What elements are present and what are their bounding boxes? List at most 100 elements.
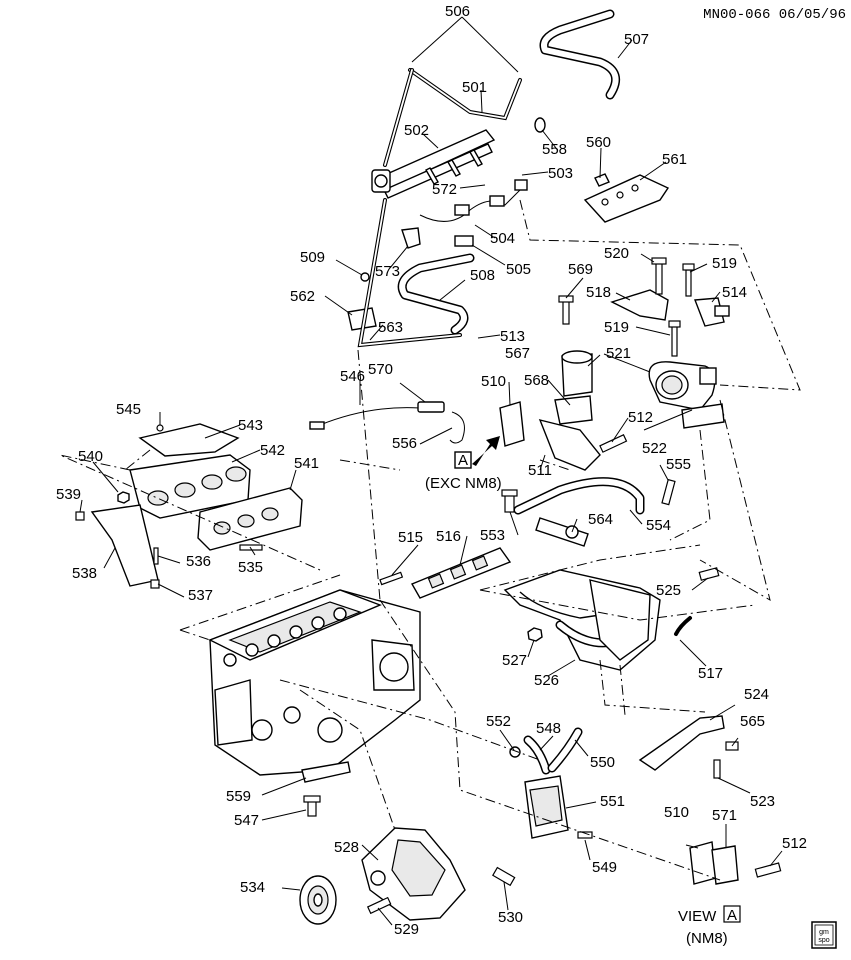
label-522: 522	[642, 440, 667, 457]
label-554: 554	[646, 517, 671, 534]
view-letter: A	[727, 907, 737, 924]
label-556: 556	[392, 435, 417, 452]
egr-pipe-564	[535, 517, 589, 547]
assembly-guide-lines	[59, 199, 801, 881]
exc-nm8-note: (EXC NM8)	[425, 475, 502, 492]
fuel-pipe-lower	[357, 198, 462, 348]
idler-pulley-534	[299, 875, 337, 925]
rail-bracket-573	[401, 227, 421, 249]
label-561: 561	[662, 151, 687, 168]
view-title: VIEW	[678, 908, 717, 925]
label-512b: 512	[782, 835, 807, 852]
view-a-arrow	[454, 436, 500, 469]
label-572: 572	[432, 181, 457, 198]
label-549: 549	[592, 859, 617, 876]
vacuum-hose-508	[397, 253, 475, 335]
stud-515	[379, 571, 404, 586]
view-note: (NM8)	[686, 930, 728, 947]
label-514: 514	[722, 284, 747, 301]
bolt-549	[577, 831, 593, 839]
label-530: 530	[498, 909, 523, 926]
bracket-559	[301, 761, 351, 783]
manifold-gasket-516	[410, 547, 512, 599]
label-503: 503	[548, 165, 573, 182]
label-547: 547	[234, 812, 259, 829]
bolt-525	[698, 567, 720, 581]
label-516: 516	[436, 528, 461, 545]
label-509: 509	[300, 249, 325, 266]
label-519: 519	[712, 255, 737, 272]
gm-spo-logo: gm spo	[811, 921, 837, 949]
bolt-547	[303, 795, 321, 817]
label-521: 521	[606, 345, 631, 362]
fuel-injectors	[425, 149, 483, 185]
nut-527	[527, 627, 543, 642]
label-538: 538	[72, 565, 97, 582]
label-525: 525	[656, 582, 681, 599]
o-ring-558	[534, 117, 546, 133]
intake-manifold-526	[503, 569, 661, 671]
stud-535	[239, 544, 263, 551]
clip-556	[449, 411, 465, 444]
bolt-530	[492, 866, 516, 887]
svg-text:spo: spo	[818, 937, 829, 944]
label-563: 563	[378, 319, 403, 336]
label-537: 537	[188, 587, 213, 604]
label-558: 558	[542, 141, 567, 158]
regulator-cover-561	[583, 173, 670, 223]
label-510b: 510	[664, 804, 689, 821]
label-565: 565	[740, 713, 765, 730]
label-540: 540	[78, 448, 103, 465]
fuel-pipe-bracket-562	[347, 272, 377, 331]
label-553: 553	[480, 527, 505, 544]
label-570: 570	[368, 361, 393, 378]
leader-lines	[79, 16, 783, 926]
fuel-feed-pipe	[383, 68, 522, 167]
label-542: 542	[260, 442, 285, 459]
egr-bracket-510-511	[499, 401, 601, 471]
label-564: 564	[588, 511, 613, 528]
bracket-518	[610, 289, 669, 321]
label-529: 529	[394, 921, 419, 938]
fuel-return-hose	[539, 9, 621, 100]
label-548: 548	[536, 720, 561, 737]
engine-block	[208, 589, 421, 776]
egr-bolt-512	[599, 433, 628, 453]
label-573: 573	[375, 263, 400, 280]
label-518: 518	[586, 284, 611, 301]
label-528: 528	[334, 839, 359, 856]
label-545: 545	[116, 401, 141, 418]
throttle-gasket-522	[681, 403, 725, 429]
label-507: 507	[624, 31, 649, 48]
view-a-marker: A	[458, 452, 468, 469]
label-524: 524	[744, 686, 769, 703]
view-a-detail	[689, 841, 782, 885]
iac-valve-514	[694, 297, 730, 327]
label-527: 527	[502, 652, 527, 669]
label-513: 513	[500, 328, 525, 345]
egr-pipe-554	[513, 477, 645, 515]
oil-separator-551	[524, 775, 569, 839]
heat-shield-543	[138, 423, 240, 457]
document-code: MN00-066 06/05/96	[703, 7, 846, 23]
label-568: 568	[524, 372, 549, 389]
label-559: 559	[226, 788, 251, 805]
label-550: 550	[590, 754, 615, 771]
oxygen-sensor-546	[309, 401, 445, 430]
label-512: 512	[628, 409, 653, 426]
label-504: 504	[490, 230, 515, 247]
label-535: 535	[238, 559, 263, 576]
bolts-519-520	[651, 257, 695, 357]
label-510: 510	[481, 373, 506, 390]
label-515: 515	[398, 529, 423, 546]
label-502: 502	[404, 122, 429, 139]
label-552: 552	[486, 713, 511, 730]
label-551: 551	[600, 793, 625, 810]
label-526: 526	[534, 672, 559, 689]
label-534: 534	[240, 879, 265, 896]
label-555: 555	[666, 456, 691, 473]
label-546: 546	[340, 368, 365, 385]
label-571: 571	[712, 807, 737, 824]
manifold-bracket-524	[638, 715, 739, 779]
